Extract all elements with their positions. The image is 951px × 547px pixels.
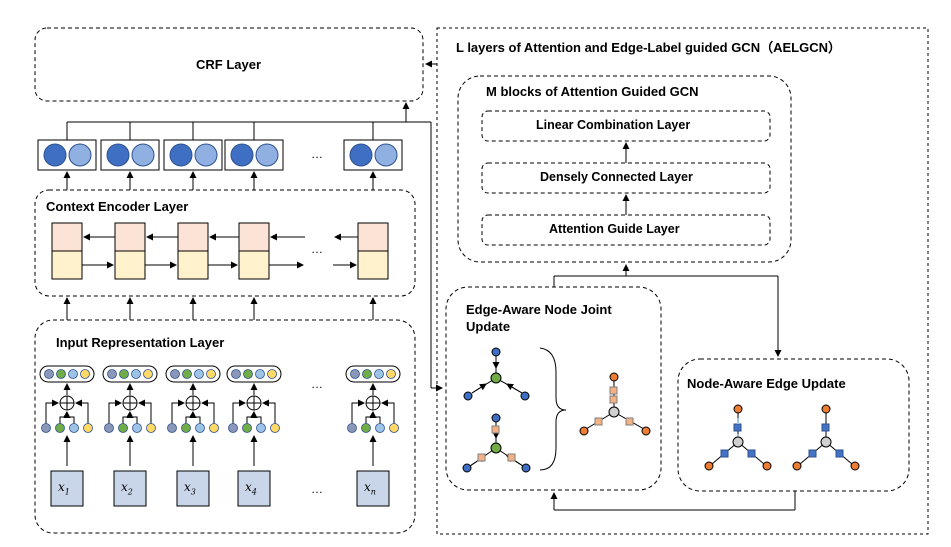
edge-node-graph xyxy=(462,413,531,473)
repr-unit xyxy=(165,365,221,507)
bilstm-cell xyxy=(357,222,389,280)
bilstm-cell xyxy=(51,222,83,280)
input-ellipsis: … xyxy=(311,482,323,496)
input-representation-units xyxy=(39,365,401,507)
emission-box xyxy=(163,139,223,171)
emission-box xyxy=(343,139,403,171)
edge-aware-label-line1: Edge-Aware Node Joint xyxy=(466,302,612,317)
edge-update-graph xyxy=(704,404,772,471)
input-token-box xyxy=(113,470,147,507)
emission-box xyxy=(224,139,284,171)
densely-connected-box xyxy=(481,162,771,194)
context-encoder-cells xyxy=(51,222,389,280)
input-token-label: x3 xyxy=(184,480,196,497)
plus-circle-icon xyxy=(365,395,381,411)
node-aware-label: Node-Aware Edge Update xyxy=(687,376,846,391)
input-token-box xyxy=(237,470,271,507)
repr-unit xyxy=(39,365,95,507)
input-token-label: x1 xyxy=(58,480,70,497)
node-aware-box xyxy=(677,358,910,492)
linear-combination-box xyxy=(481,110,771,142)
input-token-label: x2 xyxy=(121,480,133,497)
crf-layer-box xyxy=(34,27,424,102)
crf-layer-label: CRF Layer xyxy=(196,57,262,72)
repr-ellipsis: … xyxy=(311,377,323,391)
repr-unit xyxy=(226,365,282,507)
attention-guide-box xyxy=(481,214,771,246)
input-token-label: x4 xyxy=(245,480,257,497)
repr-unit xyxy=(102,365,158,507)
repr-unit xyxy=(345,365,401,507)
context-encoder-box xyxy=(34,189,416,297)
encoder-ellipsis: … xyxy=(311,242,323,256)
input-token-box xyxy=(50,470,84,507)
emission-box xyxy=(100,139,160,171)
updated-graph xyxy=(579,372,651,436)
input-token-box xyxy=(176,470,210,507)
edge-aware-label-line2: Update xyxy=(466,319,511,334)
linear-combination-label: Linear Combination Layer xyxy=(536,118,691,132)
emission-ellipsis: … xyxy=(311,147,323,161)
input-token-box xyxy=(356,470,390,507)
aelgcn-frame xyxy=(436,27,929,535)
brace-icon xyxy=(539,347,567,471)
plus-circle-icon xyxy=(185,395,201,411)
aelgcn-title: L layers of Attention and Edge-Label gui… xyxy=(456,40,841,55)
bilstm-cell xyxy=(114,222,146,280)
densely-connected-label: Densely Connected Layer xyxy=(540,170,693,184)
node-graph xyxy=(463,347,530,401)
input-representation-box xyxy=(34,319,416,534)
node-aware-graphs xyxy=(704,404,860,471)
plus-circle-icon xyxy=(122,395,138,411)
input-representation-label: Input Representation Layer xyxy=(56,335,225,350)
plus-circle-icon xyxy=(59,395,75,411)
plus-circle-icon xyxy=(246,395,262,411)
context-encoder-label: Context Encoder Layer xyxy=(46,199,189,214)
edge-aware-graphs xyxy=(462,347,651,473)
bilstm-cell xyxy=(177,222,209,280)
attention-guide-label: Attention Guide Layer xyxy=(549,222,680,236)
edge-update-graph xyxy=(792,404,860,471)
m-blocks-label: M blocks of Attention Guided GCN xyxy=(486,84,699,99)
emission-box xyxy=(37,139,97,171)
bilstm-cell xyxy=(238,222,270,280)
emission-row xyxy=(37,139,403,171)
input-token-label: xn xyxy=(364,480,376,497)
m-blocks-box xyxy=(457,75,792,263)
